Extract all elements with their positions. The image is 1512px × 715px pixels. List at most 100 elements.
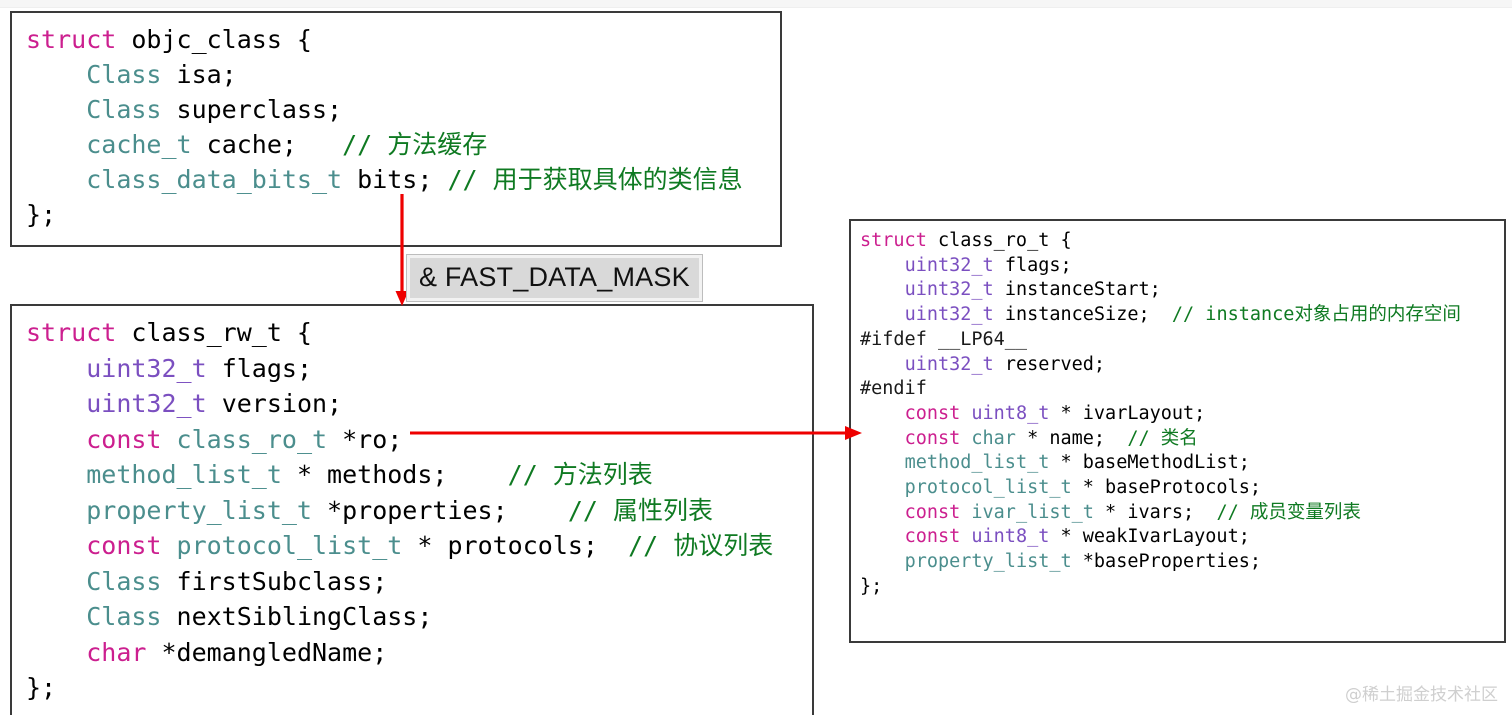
code-line: Class firstSubclass; (26, 564, 812, 600)
arrow-right-icon (410, 426, 862, 440)
code-token: *properties; (327, 495, 568, 525)
code-token: cache_t (86, 130, 207, 159)
code-token: * weakIvarLayout; (1060, 526, 1250, 548)
code-token (860, 255, 905, 276)
code-token: *baseProperties; (1082, 551, 1261, 573)
code-token: isa; (176, 60, 237, 89)
code-line: class_data_bits_t bits; // 用于获取具体的类信息 (26, 162, 780, 197)
code-token: }; (26, 200, 57, 229)
code-token: #ifdef __LP64__ (860, 328, 1028, 350)
code-line: }; (26, 197, 780, 232)
code-token: *ro; (342, 424, 403, 454)
code-token: * baseMethodList; (1060, 452, 1250, 474)
code-line: }; (26, 670, 812, 706)
code-token: *demangledName; (161, 637, 388, 667)
code-token (860, 551, 905, 572)
code-token: // 类名 (1127, 427, 1198, 449)
code-token: struct (860, 230, 938, 251)
code-token: const (86, 424, 177, 454)
code-token: uint8_t (971, 526, 1061, 548)
code-token: protocol_list_t (176, 531, 418, 560)
code-token (860, 477, 905, 498)
code-token: ivar_list_t (971, 501, 1106, 523)
code-token: Class (86, 566, 177, 596)
code-token (26, 602, 86, 631)
code-token: cache; (206, 130, 343, 159)
code-line: uint32_t flags; (26, 351, 812, 387)
code-token: const (904, 526, 972, 548)
code-token: // 成员变量列表 (1216, 501, 1361, 523)
code-line: property_list_t *baseProperties; (860, 550, 1504, 575)
code-token (860, 452, 905, 473)
code-line: const protocol_list_t * protocols; // 协议… (26, 528, 812, 564)
code-token: #endif (860, 378, 927, 400)
code-block-class-rw-t: struct class_rw_t { uint32_t flags; uint… (10, 304, 814, 715)
code-line: }; (860, 575, 1504, 600)
code-token (26, 60, 86, 89)
code-token: uint32_t (904, 254, 1005, 276)
code-token: class_rw_t { (131, 318, 312, 347)
code-line: Class isa; (26, 57, 780, 92)
code-token: uint32_t (86, 389, 222, 418)
code-token: const (86, 531, 177, 560)
code-token (26, 496, 86, 525)
code-token: const (904, 402, 972, 424)
code-line: method_list_t * methods; // 方法列表 (26, 457, 812, 493)
code-token: bits; (357, 165, 448, 194)
code-token: struct (26, 318, 132, 347)
code-line: const uint8_t * ivarLayout; (860, 402, 1504, 427)
code-token: instanceSize; (1004, 304, 1172, 326)
code-token: reserved; (1004, 353, 1106, 375)
code-line: uint32_t reserved; (860, 353, 1504, 378)
code-token (26, 638, 86, 667)
code-token (26, 130, 86, 159)
code-token: char (971, 427, 1028, 449)
code-token: method_list_t (904, 452, 1061, 474)
code-token: class_data_bits_t (86, 165, 358, 194)
code-token: * name; (1027, 427, 1128, 449)
code-token: nextSiblingClass; (176, 602, 433, 631)
code-token: uint32_t (904, 353, 1005, 375)
code-token: instanceStart; (1004, 279, 1161, 301)
code-token: struct (26, 25, 132, 54)
code-token: property_list_t (904, 551, 1083, 573)
code-line: Class superclass; (26, 92, 780, 127)
code-line: struct class_rw_t { (26, 315, 812, 351)
code-block-objc-class: struct objc_class { Class isa; Class sup… (10, 11, 782, 247)
code-token: char (86, 637, 162, 667)
code-token: const (904, 427, 972, 449)
code-token (860, 428, 905, 449)
code-token: Class (86, 602, 177, 631)
code-line: char *demangledName; (26, 635, 812, 671)
code-token: uint32_t (86, 353, 222, 383)
code-line: const char * name; // 类名 (860, 427, 1504, 452)
code-line: #ifdef __LP64__ (860, 328, 1504, 353)
code-token: }; (26, 673, 57, 702)
code-line: uint32_t instanceStart; (860, 278, 1504, 303)
code-token (860, 502, 905, 523)
code-token (860, 354, 905, 375)
code-token: method_list_t (86, 460, 297, 489)
code-line: struct class_ro_t { (860, 229, 1504, 254)
code-token (26, 531, 86, 560)
code-token: objc_class { (131, 25, 312, 54)
code-token (860, 526, 905, 547)
code-line: struct objc_class { (26, 22, 780, 57)
arrow-down-icon (395, 194, 409, 306)
code-token: * protocols; (417, 531, 629, 560)
fast-data-mask-label: & FAST_DATA_MASK (406, 254, 703, 302)
code-line: const class_ro_t *ro; (26, 422, 812, 458)
code-token: uint32_t (904, 304, 1005, 326)
code-token: version; (221, 389, 343, 418)
code-line: #endif (860, 377, 1504, 402)
code-token: * methods; (296, 460, 508, 489)
code-line: property_list_t *properties; // 属性列表 (26, 493, 812, 529)
code-line: Class nextSiblingClass; (26, 599, 812, 635)
watermark-text: @稀土掘金技术社区 (1345, 685, 1498, 705)
code-token: firstSubclass; (176, 566, 388, 596)
code-line: uint32_t version; (26, 386, 812, 422)
code-token (26, 95, 86, 124)
code-token: * ivarLayout; (1060, 402, 1206, 424)
code-line: const ivar_list_t * ivars; // 成员变量列表 (860, 501, 1504, 526)
code-token (26, 389, 86, 418)
